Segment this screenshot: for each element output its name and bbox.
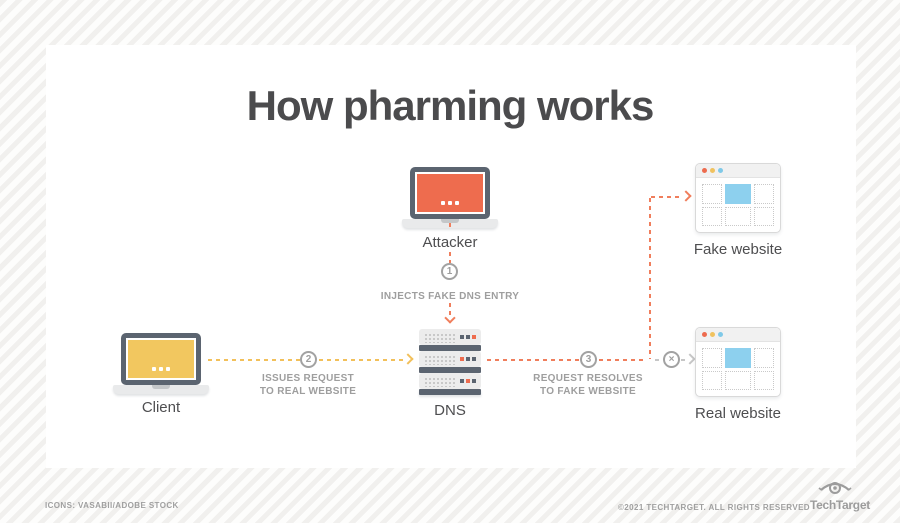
fake-website-label: Fake website [693, 241, 783, 258]
arrow-dns-to-fake-website [649, 198, 651, 359]
laptop-notch [441, 219, 459, 223]
real-website-icon [695, 327, 781, 397]
server-leds [460, 357, 476, 361]
blocked-path-to-real-website [655, 359, 663, 361]
browser-content [696, 342, 780, 396]
eye-icon [818, 482, 852, 494]
dns-label: DNS [434, 402, 466, 419]
laptop-base [113, 385, 209, 394]
screen-dot [441, 201, 445, 205]
screen-dot [448, 201, 452, 205]
arrow-dns-to-fake-website [487, 359, 580, 361]
fake-website-icon [695, 163, 781, 233]
server-unit [419, 373, 481, 389]
screen-dot [166, 367, 170, 371]
brand-text: TechTarget [810, 498, 870, 512]
real-website-label: Real website [695, 405, 781, 422]
server-vents [424, 377, 456, 387]
screen-dot [152, 367, 156, 371]
step-2-number: 2 [305, 354, 312, 365]
step-3-label: REQUEST RESOLVES TO FAKE WEBSITE [533, 373, 643, 397]
client-label: Client [141, 399, 181, 416]
copyright-text: ©2021 TECHTARGET. ALL RIGHTS RESERVED [618, 503, 810, 512]
step-2-badge: 2 [300, 351, 317, 368]
page-title: How pharming works [246, 82, 655, 129]
attacker-label: Attacker [422, 234, 478, 251]
laptop-screen [410, 167, 490, 219]
client-laptop-icon [113, 333, 209, 394]
arrow-attacker-to-dns [449, 223, 451, 230]
server-vents [424, 333, 456, 343]
arrow-client-to-dns [319, 359, 405, 361]
step-1-badge: 1 [441, 263, 458, 280]
browser-content [696, 178, 780, 232]
step-1-label: INJECTS FAKE DNS ENTRY [380, 291, 520, 302]
browser-titlebar [696, 328, 780, 342]
dns-server-icon [419, 329, 481, 395]
arrow-attacker-to-dns [449, 303, 451, 317]
browser-dot-blue [718, 168, 723, 173]
step-3-number: 3 [585, 354, 592, 365]
server-unit [419, 329, 481, 345]
hero-block [725, 184, 751, 204]
laptop-display [126, 338, 196, 380]
hero-block [725, 348, 751, 368]
arrow-dns-to-fake-website [651, 196, 683, 198]
screen-dot [159, 367, 163, 371]
laptop-screen [121, 333, 201, 385]
server-unit [419, 351, 481, 367]
arrow-attacker-to-dns [449, 252, 451, 263]
icon-credits: ICONS: VASABII/ADOBE STOCK [45, 501, 179, 510]
browser-dot-red [702, 332, 707, 337]
content-card [46, 45, 856, 468]
blocked-path-to-real-website [681, 359, 689, 361]
browser-dot-red [702, 168, 707, 173]
laptop-notch [152, 385, 170, 389]
techtarget-logo: TechTarget [810, 477, 870, 512]
server-vents [424, 355, 456, 365]
step-3-badge: 3 [580, 351, 597, 368]
blocked-x-icon: × [668, 354, 675, 365]
step-1-number: 1 [446, 266, 453, 277]
browser-dot-blue [718, 332, 723, 337]
arrow-dns-to-fake-website [599, 359, 647, 361]
browser-titlebar [696, 164, 780, 178]
arrow-client-to-dns [208, 359, 300, 361]
browser-dot-yellow [710, 168, 715, 173]
screen-dot [455, 201, 459, 205]
browser-dot-yellow [710, 332, 715, 337]
server-leds [460, 335, 476, 339]
step-2-label: ISSUES REQUEST TO REAL WEBSITE [259, 373, 357, 397]
server-divider [419, 367, 481, 373]
blocked-badge: × [663, 351, 680, 368]
attacker-laptop-icon [402, 167, 498, 228]
server-base [419, 389, 481, 395]
laptop-display [415, 172, 485, 214]
server-divider [419, 345, 481, 351]
server-leds [460, 379, 476, 383]
